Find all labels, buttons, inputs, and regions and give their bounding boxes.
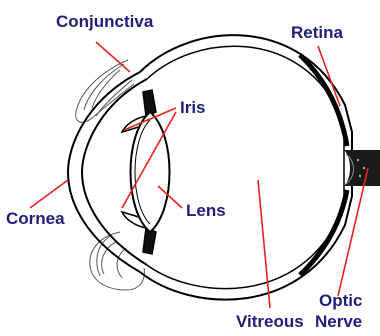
sclera-inner: [147, 46, 344, 288]
retina-lower: [300, 190, 347, 275]
leader-vitreous: [258, 180, 270, 308]
lens: [131, 112, 170, 232]
label-lens: Lens: [186, 201, 226, 220]
retina: [300, 55, 347, 146]
label-optic-nerve-line1: Optic: [319, 291, 362, 310]
optic-nerve: [344, 150, 380, 186]
leader-cornea: [30, 180, 68, 208]
label-conjunctiva: Conjunctiva: [56, 12, 154, 31]
label-cornea: Cornea: [6, 209, 65, 228]
label-retina: Retina: [291, 23, 344, 42]
label-vitreous: Vitreous: [236, 312, 304, 331]
leader-lines: [30, 42, 368, 308]
label-iris: Iris: [180, 98, 206, 117]
label-optic-nerve-line2: Nerve: [315, 312, 362, 331]
